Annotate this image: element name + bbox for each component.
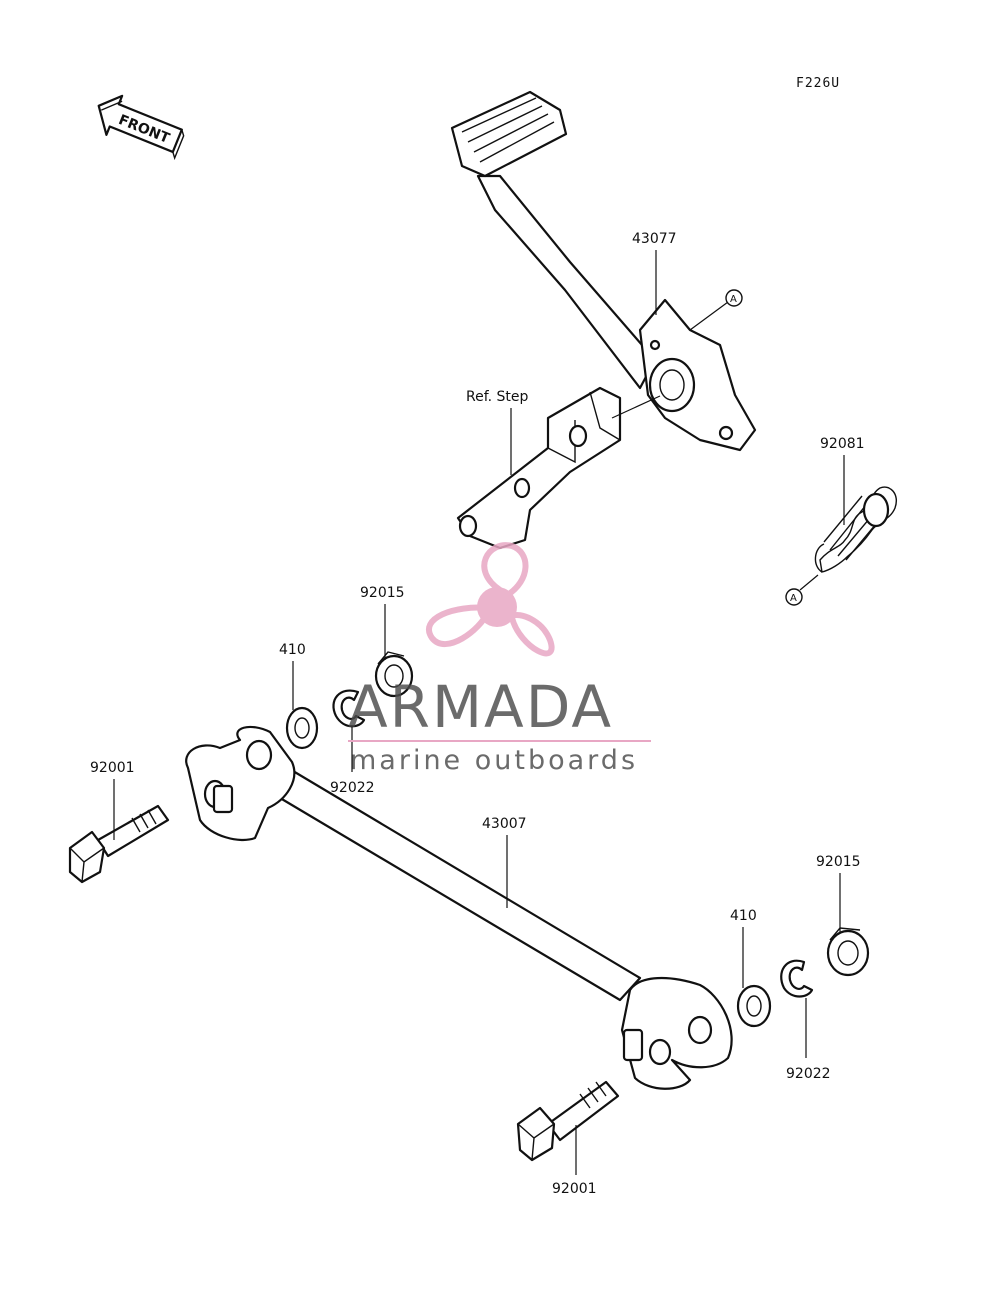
part-number-92022-lower: 92022 bbox=[786, 1066, 831, 1082]
brake-pedal-callout: 43077 A bbox=[632, 231, 743, 331]
part-number-92022-upper: 92022 bbox=[330, 780, 375, 796]
nut-lower bbox=[826, 927, 870, 977]
front-arrow-icon: FRONT bbox=[97, 94, 185, 161]
part-number-43007: 43007 bbox=[482, 816, 527, 832]
part-number-92001-left: 92001 bbox=[90, 760, 135, 776]
part-number-43077: 43077 bbox=[632, 231, 677, 247]
spring-callout: 92081 A bbox=[785, 436, 865, 606]
washer-lower bbox=[736, 984, 772, 1028]
bolt-lower bbox=[516, 1080, 620, 1162]
marker-a-lower bbox=[785, 588, 803, 606]
ref-step-bracket bbox=[456, 386, 661, 550]
part-number-92001-lower: 92001 bbox=[552, 1181, 597, 1197]
part-number-92015-upper: 92015 bbox=[360, 585, 405, 601]
part-number-92015-lower: 92015 bbox=[816, 854, 861, 870]
part-number-410-upper: 410 bbox=[279, 642, 306, 658]
ref-step-callout: Ref. Step bbox=[466, 389, 529, 475]
washer-upper bbox=[285, 706, 319, 750]
brake-rod bbox=[185, 725, 733, 1090]
watermark-tagline: marine outboards bbox=[350, 745, 638, 776]
brake-pedal bbox=[450, 90, 757, 452]
figure-code: F226U bbox=[796, 76, 840, 91]
return-spring bbox=[814, 486, 897, 573]
marker-a-upper-label: A bbox=[730, 294, 737, 305]
watermark-brand: ARMADA bbox=[348, 673, 613, 741]
nut-upper bbox=[374, 651, 414, 698]
ref-step-label: Ref. Step bbox=[466, 389, 529, 405]
part-number-410-lower: 410 bbox=[730, 908, 757, 924]
clip-upper bbox=[332, 689, 366, 728]
bolt-left bbox=[68, 804, 170, 884]
marker-a-upper bbox=[725, 289, 743, 307]
part-number-92081: 92081 bbox=[820, 436, 865, 452]
clip-lower bbox=[780, 959, 814, 998]
watermark-logo-icon bbox=[426, 542, 555, 657]
marker-a-lower-label: A bbox=[790, 593, 797, 604]
